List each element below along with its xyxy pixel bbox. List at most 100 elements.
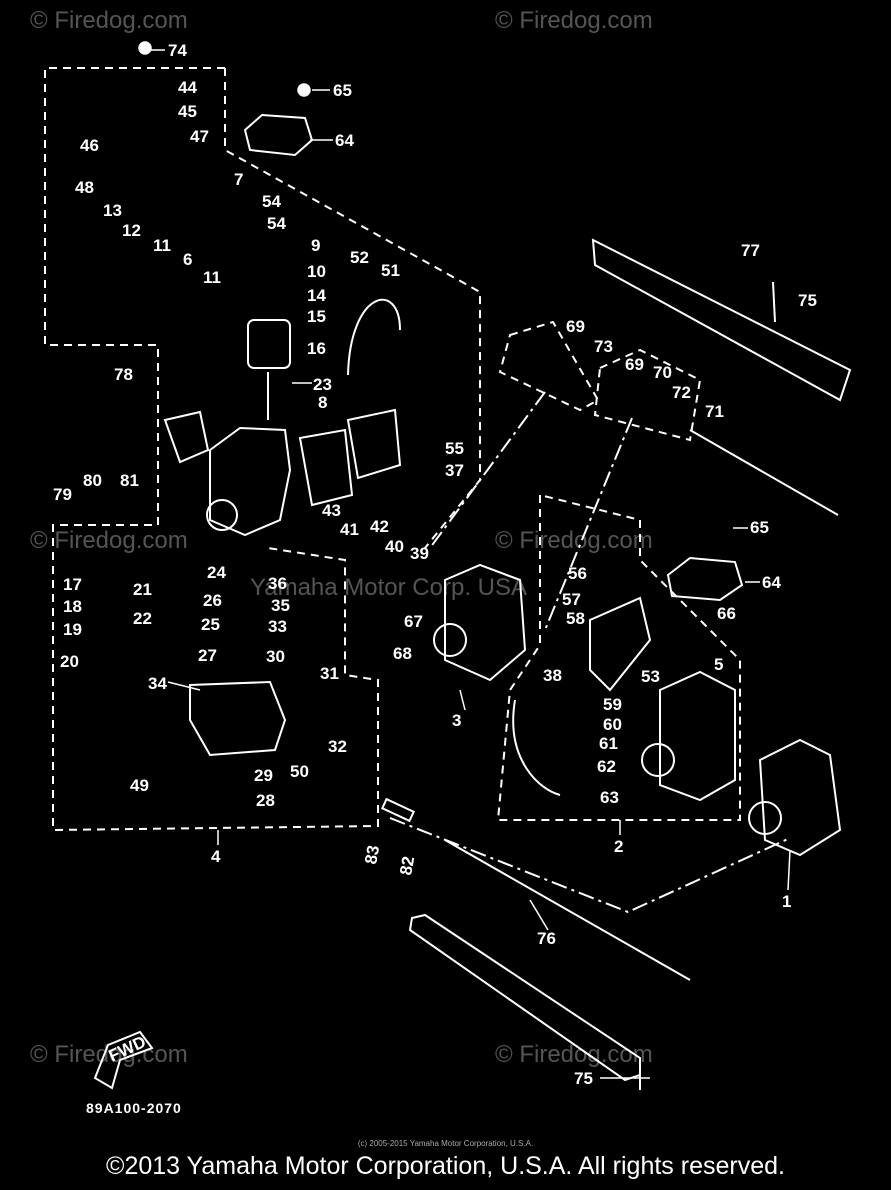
bracket-78: [163, 410, 210, 464]
bolt-77: [772, 281, 776, 323]
callout: 28: [256, 791, 275, 810]
leader: [167, 681, 201, 691]
callout: 11: [203, 268, 221, 287]
callout: 45: [178, 102, 197, 121]
carburetor-body: [209, 426, 292, 537]
cover-55: [346, 408, 402, 480]
callout: 66: [717, 604, 736, 623]
callout: 43: [322, 501, 341, 520]
callout: 44: [178, 78, 197, 97]
piston-valve: [247, 319, 291, 369]
callout: 49: [130, 776, 149, 795]
callout: 69: [566, 317, 585, 336]
callout: 82: [396, 855, 418, 877]
shaft-76: [444, 839, 691, 981]
callout: 74: [168, 41, 187, 60]
upper-shaft: [689, 429, 839, 516]
upper-left-boundary: [44, 67, 481, 832]
callout: 23: [313, 375, 332, 394]
callout: 38: [543, 666, 562, 685]
callout: 79: [53, 485, 72, 504]
callout: 53: [641, 667, 660, 686]
callout: 29: [254, 766, 273, 785]
screw-65: [297, 83, 311, 97]
callout: 57: [562, 590, 581, 609]
callout: 13: [103, 201, 122, 220]
callout: 42: [370, 517, 389, 536]
callout: 35: [271, 596, 290, 615]
gasket-8: [298, 428, 354, 507]
callout: 25: [201, 615, 220, 634]
bracket-53: [589, 596, 652, 692]
watermark: © Firedog.com: [495, 7, 653, 34]
diaphragm-cover-64: [243, 113, 314, 157]
callout: 30: [266, 647, 285, 666]
carburetor-intake: [206, 499, 238, 531]
carburetor-body-1: [758, 738, 842, 857]
assembly-boundaries: [44, 67, 791, 914]
callout: 77: [741, 241, 760, 260]
callout: 18: [63, 597, 82, 616]
callout: 60: [603, 715, 622, 734]
float-bowl-34: [189, 680, 287, 757]
carburetor-exploded-diagram: © Firedog.com © Firedog.com © Firedog.co…: [30, 7, 852, 1090]
watermark-center: Yamaha Motor Corp. USA: [250, 574, 527, 601]
callout: 3: [452, 711, 461, 730]
callout: 48: [75, 178, 94, 197]
callout: 31: [320, 664, 339, 683]
diaphragm-cover-64-right: [666, 556, 744, 602]
callout-labels: 74 44 45 47 46 48 13 12 11 6 11 7 54 54 …: [53, 41, 817, 1088]
link-line: [389, 391, 791, 914]
carburetor-body-2: [659, 670, 736, 802]
callout: 56: [568, 564, 587, 583]
center-carburetor: [433, 563, 527, 682]
callout: 11: [153, 236, 171, 255]
carburetor-intake-3: [433, 623, 467, 657]
callout: 33: [268, 617, 287, 636]
callout: 39: [410, 544, 429, 563]
callout: 54: [262, 192, 281, 211]
rails-and-shafts: [380, 238, 852, 1090]
leader-lines: [150, 49, 791, 1079]
callout: 72: [672, 383, 691, 402]
callout: 50: [290, 762, 309, 781]
callout: 41: [340, 520, 359, 539]
leader: [787, 849, 791, 891]
callout: 73: [594, 337, 613, 356]
callout: 12: [122, 221, 141, 240]
callout: 34: [148, 674, 167, 693]
screw-74: [138, 41, 152, 55]
carburetor-body-3: [444, 563, 527, 682]
callout: 47: [190, 127, 209, 146]
callout: 64: [335, 131, 354, 150]
callout: 17: [63, 575, 82, 594]
upper-rail-77: [591, 238, 852, 402]
callout: 61: [599, 734, 618, 753]
right-carburetor: [512, 556, 744, 802]
callout: 52: [350, 248, 369, 267]
callout: 14: [307, 286, 326, 305]
spring-83: [380, 797, 416, 823]
callout: 59: [603, 695, 622, 714]
callout: 8: [318, 393, 327, 412]
callout: 64: [762, 573, 781, 592]
callout: 46: [80, 136, 99, 155]
callout: 81: [120, 471, 139, 490]
callout: 9: [311, 236, 320, 255]
callout: 20: [60, 652, 79, 671]
watermark: © Firedog.com: [30, 527, 188, 554]
callout: 63: [600, 788, 619, 807]
upper-left-carburetor: [138, 41, 402, 757]
callout: 51: [381, 261, 400, 280]
callout: 4: [211, 847, 221, 866]
jet-holder-box: [498, 320, 600, 412]
callout: 70: [653, 363, 672, 382]
callout: 62: [597, 757, 616, 776]
callout: 36: [268, 574, 287, 593]
callout: 78: [114, 365, 133, 384]
callout: 40: [385, 537, 404, 556]
fwd-arrow-icon: [93, 1030, 154, 1090]
drawing-code: 89A100-2070: [86, 1100, 182, 1116]
watermark: © Firedog.com: [495, 527, 653, 554]
callout: 76: [537, 929, 556, 948]
